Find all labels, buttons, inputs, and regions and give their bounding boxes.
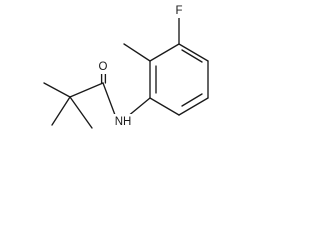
bond-ring-inner-2 (181, 49, 203, 63)
bond-ring-inner-3 (181, 93, 203, 107)
bond-methyl-2 (51, 96, 71, 126)
bond-nitrogen-to-ring (126, 97, 151, 118)
bond-quaternary-carbon-to-carbonyl (69, 82, 104, 98)
bond-ring-3 (178, 43, 209, 62)
nitrogen-label-background (112, 114, 134, 130)
bond-ring-to-methyl (123, 43, 151, 62)
bond-methyl-3 (69, 96, 93, 129)
bond-ring-2 (149, 43, 180, 62)
bond-carbonyl-to-nitrogen (102, 82, 116, 116)
oxygen-atom-label: O (99, 61, 108, 73)
fluorine-atom-label: F (175, 5, 182, 17)
molecule-structure: F O NH (0, 0, 216, 172)
bond-ring-5 (178, 97, 209, 116)
oxygen-label-background (96, 60, 110, 74)
bond-methyl-1 (43, 82, 71, 98)
bond-ring-6 (149, 97, 180, 116)
nitrogen-atom-label: NH (115, 116, 132, 128)
fluorine-label-background (172, 4, 186, 18)
